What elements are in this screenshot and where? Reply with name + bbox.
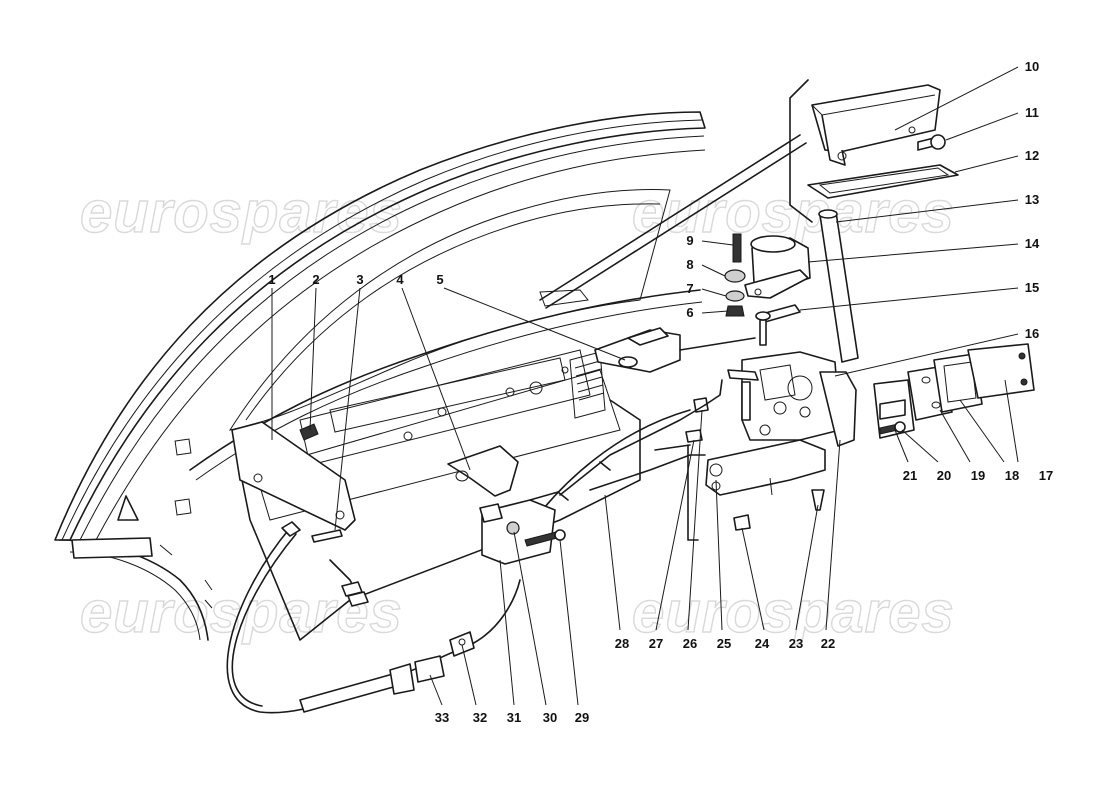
watermark-top-left: eurospares: [80, 180, 403, 245]
inset-break-lines: [789, 79, 813, 223]
watermark-group: eurospares eurospares eurospares eurospa…: [79, 179, 955, 645]
callout-5: 5: [436, 272, 443, 287]
callout-18: 18: [1005, 468, 1019, 483]
callout-labels: 1 2 3 4 5 6 7 8 9 10 11 12 13 14 15 16 1…: [268, 59, 1053, 725]
part-nut-6: [725, 305, 745, 317]
callout-23: 23: [789, 636, 803, 651]
callout-14: 14: [1025, 236, 1040, 251]
part-cover: [811, 84, 941, 166]
callout-24: 24: [755, 636, 770, 651]
part-washer-30: [506, 521, 520, 535]
callout-3: 3: [356, 272, 363, 287]
part-screw-20: [879, 421, 906, 435]
vent-grille: [569, 351, 606, 419]
part-clip-26: [693, 397, 709, 413]
callout-20: 20: [937, 468, 951, 483]
callout-13: 13: [1025, 192, 1039, 207]
part-screw-11: [917, 134, 946, 151]
callout-27: 27: [649, 636, 663, 651]
part-hose: [818, 209, 859, 363]
callout-17: 17: [1039, 468, 1053, 483]
callout-12: 12: [1025, 148, 1039, 163]
callout-16: 16: [1025, 326, 1039, 341]
part-pin-3: [311, 529, 343, 543]
part-lock-body-31: [479, 491, 569, 565]
part-bracket-1: [231, 421, 356, 531]
part-handle-4: [447, 445, 519, 497]
door-body-drawing: [54, 111, 807, 641]
part-lever: [755, 304, 801, 346]
part-screw-29: [524, 529, 566, 547]
cable-assembly: [226, 521, 521, 714]
callout-30: 30: [543, 710, 557, 725]
callout-6: 6: [686, 305, 693, 320]
callout-33: 33: [435, 710, 449, 725]
callout-8: 8: [686, 257, 693, 272]
watermark-bottom-right: eurospares: [632, 580, 955, 645]
part-backplate-17: [967, 343, 1035, 399]
callout-15: 15: [1025, 280, 1039, 295]
part-shim-18: [933, 353, 983, 413]
callout-leaders: [271, 66, 1019, 706]
part-handle-5: [594, 327, 756, 373]
part-actuator: [744, 235, 811, 299]
part-lock-16: [727, 351, 857, 447]
callout-21: 21: [903, 468, 917, 483]
part-clip-24: [733, 514, 751, 531]
part-clip-27: [685, 429, 703, 443]
callout-29: 29: [575, 710, 589, 725]
callout-9: 9: [686, 233, 693, 248]
part-washer-8: [724, 269, 746, 283]
part-washer-7: [725, 290, 745, 302]
callout-25: 25: [717, 636, 731, 651]
part-stud-9: [732, 233, 742, 263]
part-screw-23: [811, 489, 825, 511]
callout-31: 31: [507, 710, 521, 725]
part-gasket: [807, 164, 959, 199]
callout-22: 22: [821, 636, 835, 651]
callout-2: 2: [312, 272, 319, 287]
callout-26: 26: [683, 636, 697, 651]
callout-1: 1: [268, 272, 275, 287]
callout-10: 10: [1025, 59, 1039, 74]
callout-4: 4: [396, 272, 404, 287]
callout-11: 11: [1025, 105, 1039, 120]
part-latch-25: [705, 439, 826, 496]
watermark-top-right: eurospares: [632, 180, 955, 245]
callout-28: 28: [615, 636, 629, 651]
callout-32: 32: [473, 710, 487, 725]
callout-19: 19: [971, 468, 985, 483]
part-bolt-2: [299, 423, 319, 441]
callout-7: 7: [686, 281, 693, 296]
